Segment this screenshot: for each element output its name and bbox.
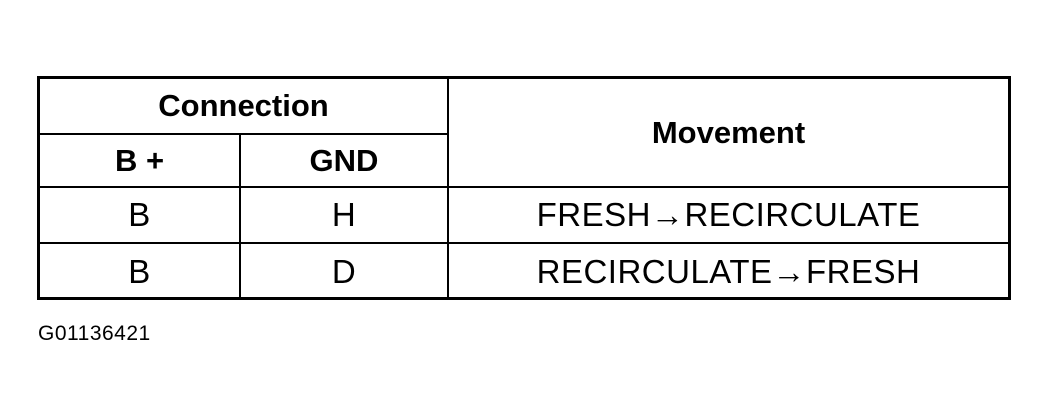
movement-cell: FRESH→RECIRCULATE	[447, 186, 1008, 244]
bplus-cell: B	[40, 186, 241, 244]
table-row: B D RECIRCULATE→FRESH	[40, 242, 1008, 299]
movement-header: Movement	[447, 79, 1008, 188]
header-row-sub: B + GND	[40, 133, 1008, 188]
connection-header: Connection	[40, 79, 449, 135]
gnd-header: GND	[239, 133, 448, 188]
gnd-cell: H	[239, 186, 449, 244]
figure-code: G01136421	[38, 322, 151, 345]
table-row: B H FRESH→RECIRCULATE	[40, 186, 1008, 244]
bplus-cell: B	[40, 242, 241, 299]
header-row-top: Connection Movement	[40, 79, 1008, 188]
connection-table: Connection Movement B + GND B H FRESH→RE…	[37, 76, 1011, 300]
gnd-cell: D	[239, 242, 449, 299]
bplus-header: B +	[40, 133, 241, 188]
movement-cell: RECIRCULATE→FRESH	[447, 242, 1008, 299]
table-grid: Connection Movement B + GND B H FRESH→RE…	[40, 79, 1008, 299]
